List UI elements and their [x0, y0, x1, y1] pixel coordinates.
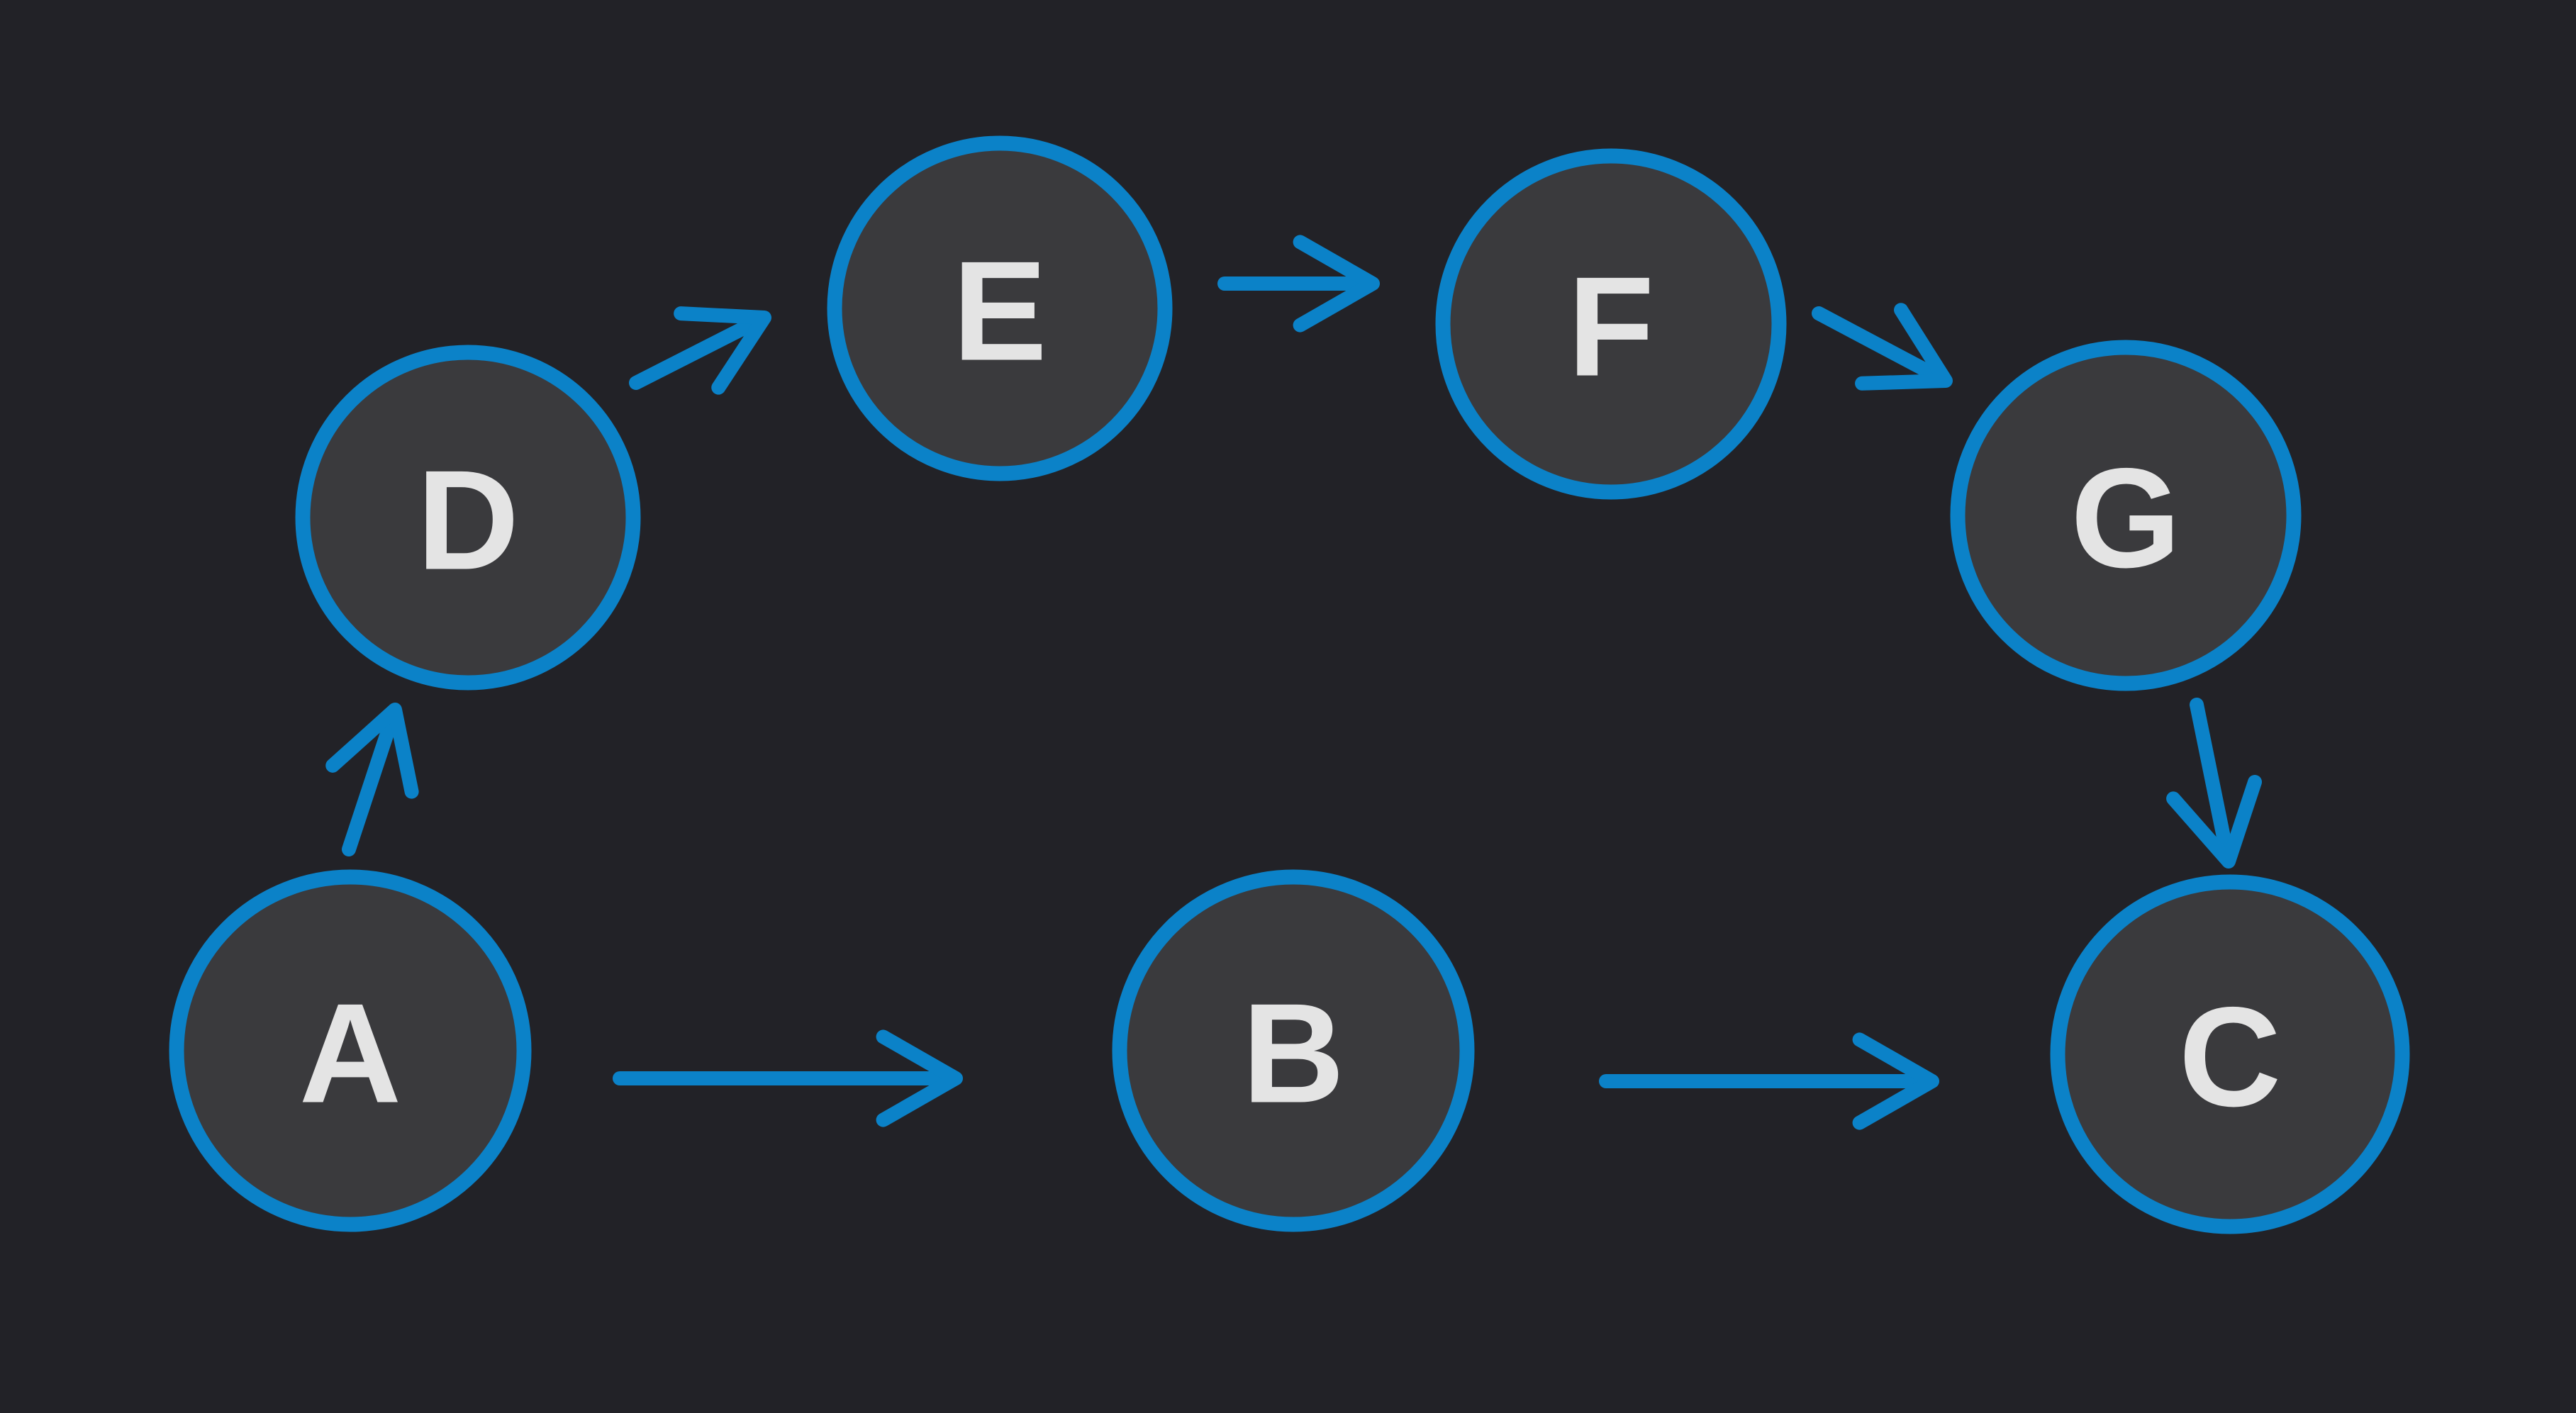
edge-shaft	[342, 709, 400, 856]
graph-node-d[interactable]: D	[295, 345, 641, 691]
node-circle[interactable]	[1435, 148, 1787, 500]
edge-e-to-f	[1217, 235, 1380, 333]
node-label: A	[299, 975, 401, 1133]
arrowhead-icon	[1852, 1032, 1939, 1130]
node-circle[interactable]	[1112, 869, 1475, 1232]
edge-d-to-e	[629, 306, 771, 395]
graph-node-b[interactable]: B	[1112, 869, 1475, 1232]
arrowhead-icon	[2166, 774, 2263, 869]
edge-a-to-d	[325, 703, 419, 856]
edge-shaft	[2190, 698, 2235, 862]
nodes-layer: A B C D E F G	[169, 135, 2410, 1234]
graph-node-f[interactable]: F	[1435, 148, 1787, 500]
edge-shaft	[1812, 306, 1947, 385]
arrowhead-icon	[876, 1029, 963, 1127]
node-label: B	[1242, 975, 1344, 1133]
node-circle[interactable]	[1950, 340, 2302, 691]
node-label: E	[952, 233, 1047, 391]
graph-node-c[interactable]: C	[2050, 874, 2410, 1234]
graph-node-g[interactable]: G	[1950, 340, 2302, 691]
node-label: D	[417, 442, 519, 600]
arrowhead-icon	[325, 703, 419, 799]
arrowhead-icon	[1293, 235, 1380, 333]
edges-layer	[325, 235, 2263, 1130]
arrowhead-icon	[1855, 303, 1953, 391]
graph-node-e[interactable]: E	[827, 135, 1173, 481]
node-circle[interactable]	[295, 345, 641, 691]
edge-shaft	[629, 313, 766, 390]
arrowhead-icon	[674, 306, 771, 395]
node-label: G	[2070, 440, 2181, 598]
node-circle[interactable]	[827, 135, 1173, 481]
edge-a-to-b	[613, 1029, 963, 1127]
graph-node-a[interactable]: A	[169, 869, 532, 1232]
node-circle[interactable]	[169, 869, 532, 1232]
node-label: C	[2179, 978, 2281, 1136]
node-circle[interactable]	[2050, 874, 2410, 1234]
edge-b-to-c	[1599, 1032, 1939, 1130]
node-label: F	[1568, 248, 1654, 406]
edge-g-to-c	[2166, 698, 2263, 869]
edge-f-to-g	[1812, 303, 1953, 391]
